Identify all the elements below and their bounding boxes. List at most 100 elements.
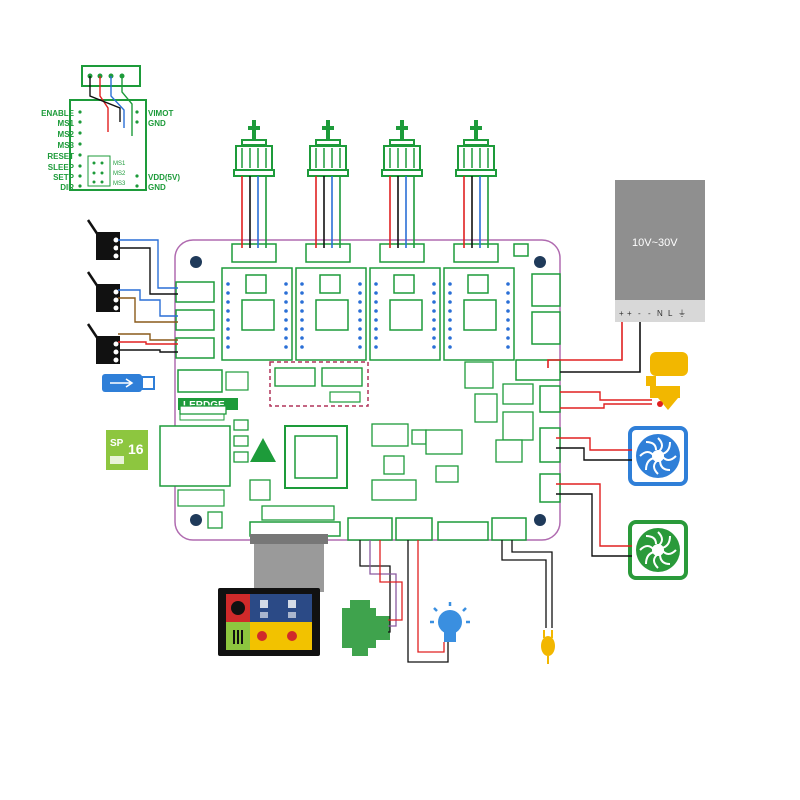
pin-label-sleep: SLEEP — [48, 163, 75, 172]
driver-pin — [432, 327, 436, 331]
driver-pin — [506, 318, 510, 322]
driver-pin — [506, 345, 510, 349]
power-supply-icon: 10V~30V + + - - N L ⏚ — [547, 180, 705, 373]
stepper-motor-icon — [455, 120, 497, 248]
driver-pin — [506, 309, 510, 313]
fan-icon — [628, 426, 688, 486]
driver-pin — [358, 300, 362, 304]
limit-switch-icon — [86, 271, 120, 312]
mount-hole — [190, 514, 202, 526]
driver-pin — [284, 327, 288, 331]
driver-pin — [300, 300, 304, 304]
driver-pin — [374, 327, 378, 331]
pin-label-dir: DIR — [60, 183, 74, 192]
mount-hole — [534, 256, 546, 268]
driver-pin — [226, 336, 230, 340]
usb-port — [177, 369, 223, 393]
mount-hole — [534, 514, 546, 526]
driver-pin — [448, 318, 452, 322]
driver-pin — [300, 345, 304, 349]
driver-pin — [432, 345, 436, 349]
driver-pin — [226, 318, 230, 322]
pin-label-ms1: MS1 — [58, 119, 75, 128]
main-board: LERDGE — [159, 239, 561, 541]
endstop-connectors — [175, 281, 215, 359]
pin-label-ms3: MS3 — [58, 141, 75, 150]
limit-switch-icon — [86, 323, 120, 364]
driver-pin — [358, 318, 362, 322]
esd-warning-icon — [250, 438, 276, 462]
psu-terminal: - — [648, 309, 651, 318]
fan-icon — [628, 520, 688, 580]
jumper-label-ms2: MS2 — [113, 171, 126, 177]
driver-pin — [432, 336, 436, 340]
driver-pin — [358, 309, 362, 313]
driver-pin — [448, 282, 452, 286]
driver-pin — [448, 336, 452, 340]
stepper-motors — [233, 120, 497, 248]
driver-pin — [358, 291, 362, 295]
driver-pin — [506, 282, 510, 286]
limit-switches — [86, 219, 178, 364]
sensor-highlight-box — [269, 361, 369, 407]
driver-pin — [374, 345, 378, 349]
psu-terminal: L — [668, 309, 673, 318]
hotend-icon — [646, 352, 688, 410]
pin-label-setp: SETP — [53, 173, 75, 182]
driver-pin — [506, 300, 510, 304]
driver-pin — [358, 327, 362, 331]
driver-pin — [374, 282, 378, 286]
driver-pin — [284, 309, 288, 313]
driver-pin — [226, 309, 230, 313]
driver-pin — [506, 291, 510, 295]
driver-pin — [374, 291, 378, 295]
pin-label-vdd: VDD(5V) — [148, 173, 180, 182]
sd-card-icon: SP 16 — [106, 430, 148, 470]
driver-pin — [448, 327, 452, 331]
stepper-motor-icon — [381, 120, 423, 248]
driver-pin — [448, 291, 452, 295]
driver-pin — [300, 327, 304, 331]
touch-screen-icon — [218, 588, 320, 656]
usb-stick-icon — [102, 374, 155, 392]
driver-pin — [374, 300, 378, 304]
psu-terminal: N — [657, 309, 663, 318]
light-bulb-icon — [430, 602, 470, 642]
driver-pin — [448, 309, 452, 313]
driver-pin — [284, 282, 288, 286]
driver-pin — [300, 318, 304, 322]
pin-label-enable: ENABLE — [41, 109, 75, 118]
driver-pin — [432, 318, 436, 322]
driver-pin — [284, 291, 288, 295]
psu-terminal: + — [627, 309, 632, 318]
thermistor-icon — [541, 630, 555, 664]
pin-label-reset: RESET — [47, 152, 74, 161]
driver-pin — [226, 300, 230, 304]
power-supply-voltage: 10V~30V — [632, 237, 678, 249]
driver-pin — [506, 336, 510, 340]
driver-pin — [284, 318, 288, 322]
sd-card-capacity: 16 — [128, 441, 144, 457]
limit-switch-icon — [86, 219, 120, 260]
driver-pin — [300, 336, 304, 340]
psu-terminal: ⏚ — [678, 309, 686, 318]
driver-pin — [284, 345, 288, 349]
driver-pin — [226, 345, 230, 349]
filament-sensor-icon — [342, 600, 390, 656]
driver-pin — [432, 309, 436, 313]
sd-card-brand: SP — [110, 438, 124, 449]
driver-pin — [432, 300, 436, 304]
driver-pin — [358, 345, 362, 349]
board-components — [179, 361, 534, 529]
pin-label-gnd-1: GND — [148, 119, 166, 128]
jumper-label-ms1: MS1 — [113, 161, 126, 167]
driver-pinout-inset: MS1 MS2 MS3 ENABLE MS1 MS2 MS3 RESET SLE… — [41, 65, 180, 192]
stepper-motor-icon — [307, 120, 349, 248]
driver-pin — [432, 291, 436, 295]
pin-label-gnd-2: GND — [148, 183, 166, 192]
stepper-motor-icon — [233, 120, 275, 248]
driver-pin — [300, 291, 304, 295]
driver-pin — [374, 309, 378, 313]
pin-label-vimot: VIMOT — [148, 109, 173, 118]
